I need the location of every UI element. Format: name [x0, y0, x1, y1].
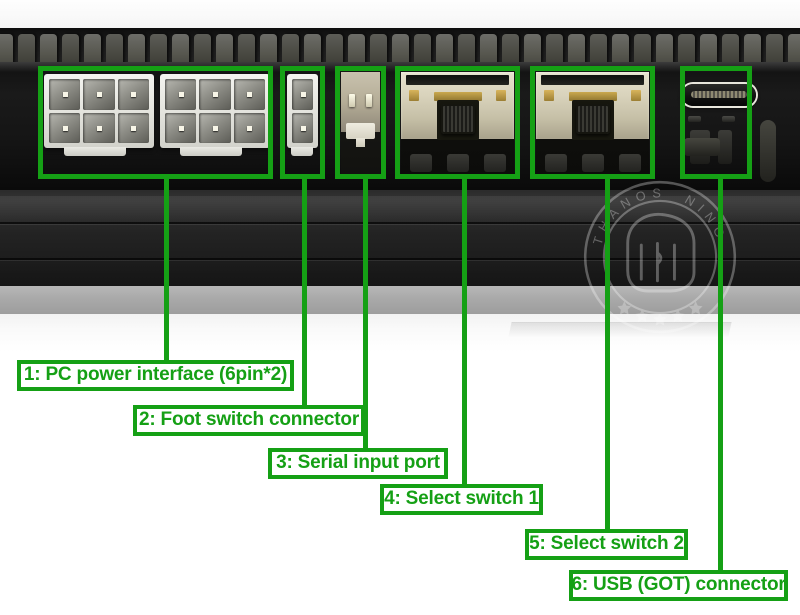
molex-6pin-b — [160, 74, 270, 156]
leader-line-1 — [164, 174, 169, 364]
usb-c-foot — [722, 116, 735, 122]
chassis-seam — [0, 258, 800, 260]
switch-gold-strip — [569, 92, 617, 101]
slide-switch-1[interactable] — [401, 72, 514, 176]
leader-line-4 — [462, 174, 467, 488]
label-pc-power-interface[interactable]: 1: PC power interface (6pin*2) — [17, 360, 294, 391]
molex-2pin-foot-switch — [287, 74, 318, 156]
usb-c-port[interactable] — [682, 84, 756, 106]
molex-6pin-a — [44, 74, 154, 156]
serial-header — [341, 72, 380, 176]
switch-solder-foot — [484, 154, 506, 172]
pin — [199, 112, 231, 143]
pin — [117, 112, 149, 143]
pin — [49, 79, 81, 110]
chassis-side-tab — [760, 120, 776, 182]
usb-c-area — [682, 72, 756, 176]
switch-actuator[interactable] — [441, 104, 475, 134]
pin — [233, 79, 265, 110]
switch-top-bar — [405, 75, 510, 85]
label-foot-switch-connector[interactable]: 2: Foot switch connector — [133, 405, 365, 436]
slide-switch-2[interactable] — [536, 72, 649, 176]
switch-top-bar — [540, 75, 645, 85]
usb-c-side-tab — [684, 138, 720, 156]
molex-lip — [180, 147, 242, 156]
switch-gold-strip — [434, 92, 482, 101]
switch-actuator[interactable] — [576, 104, 610, 134]
switch-gold-pad — [409, 90, 419, 101]
leader-line-6 — [718, 174, 723, 574]
switch-gold-pad — [544, 90, 554, 101]
pin — [292, 112, 313, 143]
highlight-box-foot-switch-connector — [280, 66, 325, 179]
device-chassis — [0, 190, 800, 286]
pin — [292, 79, 313, 110]
switch-solder-foot — [410, 154, 432, 172]
pin — [199, 79, 231, 110]
switch-solder-foot — [447, 154, 469, 172]
switch-solder-foot — [582, 154, 604, 172]
usb-c-shield-pin — [718, 130, 732, 164]
pin — [49, 112, 81, 143]
label-select-switch-1[interactable]: 4: Select switch 1 — [380, 484, 543, 515]
chassis-gloss — [0, 196, 800, 226]
molex-lip — [64, 147, 126, 156]
switch-solder-foot — [619, 154, 641, 172]
molex-lip — [291, 147, 313, 156]
highlight-box-serial-input-port — [335, 66, 386, 179]
highlight-box-select-switch-1 — [395, 66, 520, 179]
serial-pin — [366, 94, 372, 107]
pin — [165, 112, 197, 143]
usb-c-tongue — [691, 91, 747, 98]
highlight-box-pc-power-interface — [38, 66, 273, 179]
hardware-photo: THANOS NING — [0, 0, 800, 352]
label-usb-got-connector[interactable]: 6: USB (GOT) connector — [569, 570, 788, 601]
usb-c-foot — [688, 116, 701, 122]
chassis-gray-band — [0, 286, 800, 314]
pin — [83, 79, 115, 110]
label-serial-input-port[interactable]: 3: Serial input port — [268, 448, 448, 479]
pin — [117, 79, 149, 110]
switch-solder-foot — [545, 154, 567, 172]
leader-line-3 — [363, 174, 368, 452]
switch-gold-pad — [496, 90, 506, 101]
serial-pin — [349, 94, 355, 107]
pin — [233, 112, 265, 143]
leader-line-5 — [605, 174, 610, 533]
chassis-seam — [0, 222, 800, 224]
switch-gold-pad — [631, 90, 641, 101]
serial-body — [341, 72, 380, 133]
pin — [83, 112, 115, 143]
leader-line-2 — [302, 174, 307, 409]
pin — [165, 79, 197, 110]
serial-shroud — [345, 122, 376, 147]
highlight-box-usb-got-connector — [680, 66, 752, 179]
highlight-box-select-switch-2 — [530, 66, 655, 179]
label-select-switch-2[interactable]: 5: Select switch 2 — [525, 529, 688, 560]
